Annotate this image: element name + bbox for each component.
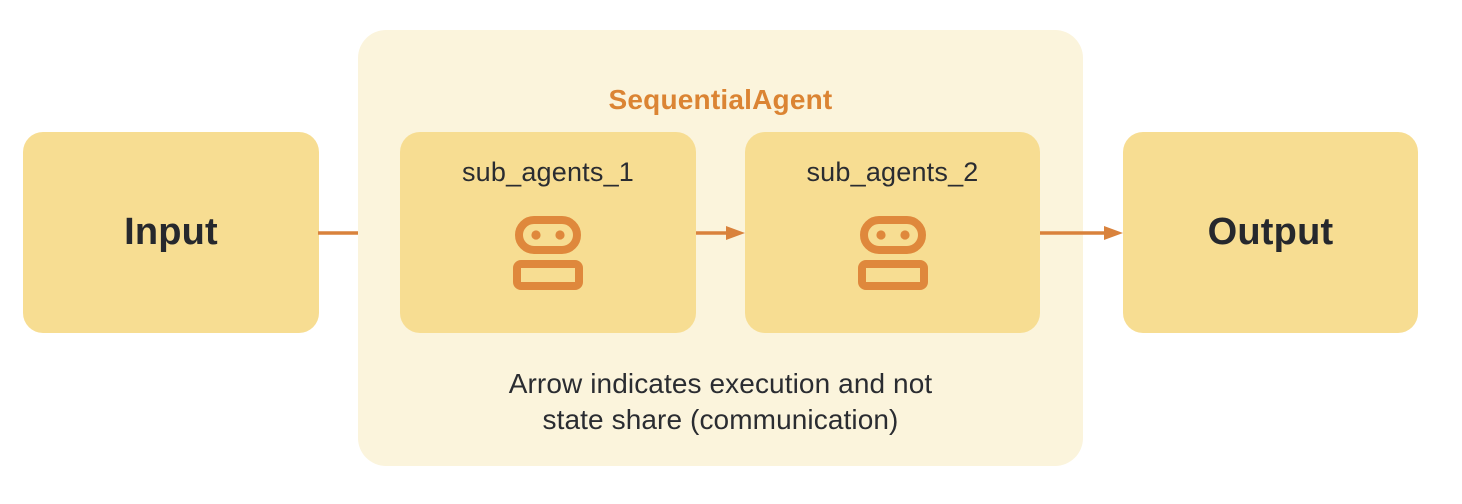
robot-icon: [855, 216, 931, 290]
arrow-right-icon: [696, 226, 745, 240]
caption-note: Arrow indicates execution and not state …: [358, 366, 1083, 438]
sub-agent-1-label: sub_agents_1: [461, 157, 635, 187]
sequential-agent-title: SequentialAgent: [608, 84, 833, 115]
input-label: Input: [124, 211, 218, 253]
input-node: Input: [23, 132, 319, 333]
flow-arrow-sub1-to-sub2: [696, 221, 745, 245]
output-label: Output: [1207, 211, 1334, 253]
caption-line-1: Arrow indicates execution and not: [508, 368, 933, 399]
sub-agent-node-2: sub_agents_2: [745, 132, 1040, 333]
flow-arrow-sub2-to-output: [1040, 221, 1123, 245]
caption-line-2: state share (communication): [542, 404, 899, 435]
output-node: Output: [1123, 132, 1418, 333]
arrow-right-icon: [1040, 226, 1123, 240]
robot-icon: [510, 216, 586, 290]
sub-agent-node-1: sub_agents_1: [400, 132, 696, 333]
sub-agent-2-label: sub_agents_2: [806, 157, 979, 187]
